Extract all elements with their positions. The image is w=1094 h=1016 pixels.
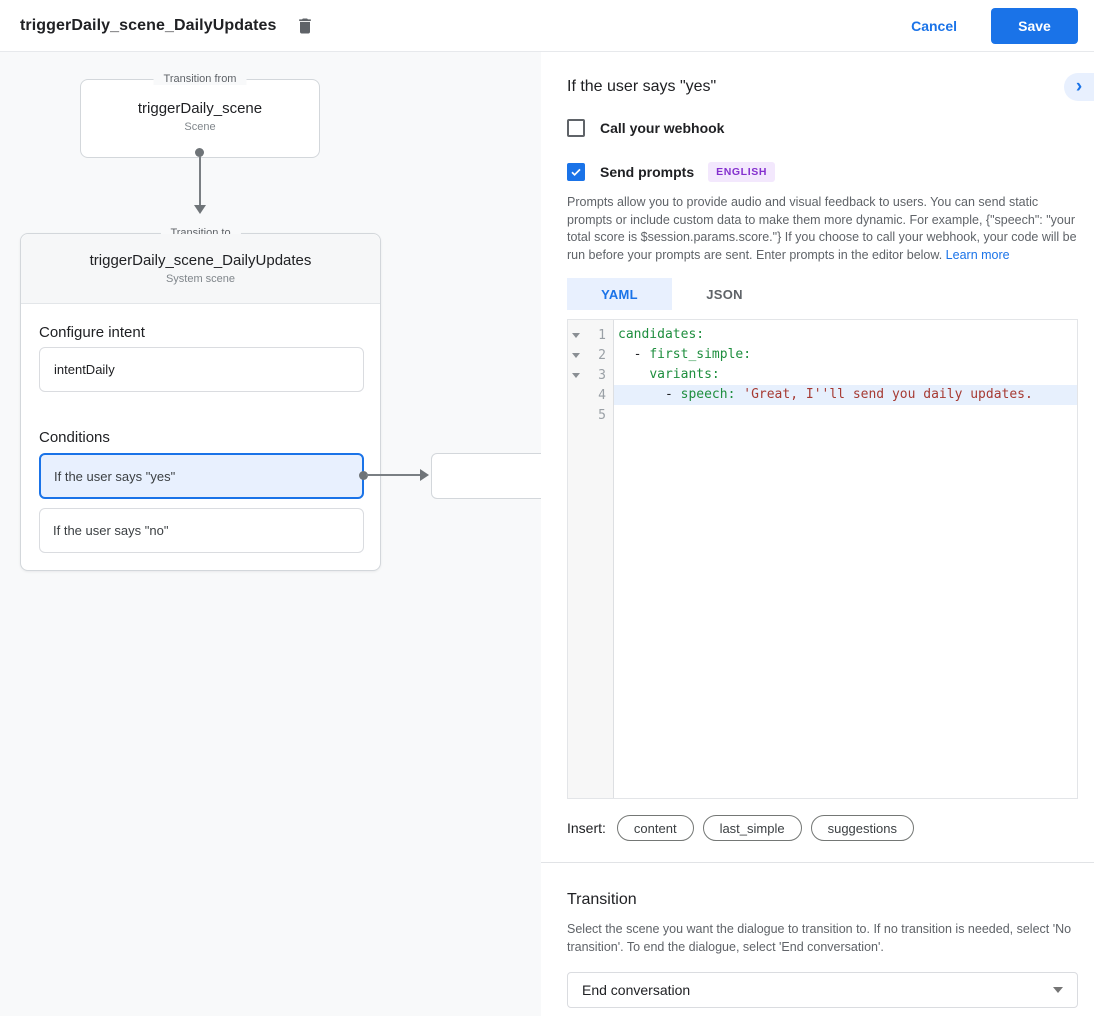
gutter-row: 1 — [568, 325, 613, 345]
line-number: 4 — [598, 387, 606, 403]
transition-from-legend: Transition from — [153, 73, 247, 85]
code-line: variants: — [614, 365, 1077, 385]
gutter-row: 2 — [568, 345, 613, 365]
condition-detail-panel: › If the user says "yes" Call your webho… — [541, 52, 1094, 1016]
delete-button[interactable] — [293, 14, 317, 38]
connector-line-vertical — [199, 156, 201, 206]
connector-dot-top — [195, 148, 204, 157]
send-prompts-checkbox[interactable] — [567, 163, 585, 181]
fold-chevron-down-icon[interactable] — [568, 333, 584, 338]
to-scene-type: System scene — [165, 273, 236, 285]
code-line: candidates: — [614, 325, 1077, 345]
cancel-button[interactable]: Cancel — [911, 17, 957, 34]
prompts-description: Prompts allow you to provide audio and v… — [567, 194, 1078, 264]
prompts-description-text: Prompts allow you to provide audio and v… — [567, 195, 1077, 262]
yaml-key-token: candidates: — [618, 327, 705, 342]
chevron-right-icon: › — [1075, 75, 1083, 97]
send-prompts-row: Send prompts ENGLISH — [567, 162, 1078, 182]
condition-item-yes[interactable]: If the user says "yes" — [39, 453, 364, 499]
tab-json[interactable]: JSON — [706, 286, 743, 302]
prompt-code-editor[interactable]: 1 2 3 4 5 can — [567, 319, 1078, 799]
insert-label: Insert: — [567, 820, 606, 836]
connector-dot-right — [359, 471, 368, 480]
from-scene-name: triggerDaily_scene — [137, 100, 263, 117]
insert-chip-suggestions[interactable]: suggestions — [810, 815, 914, 841]
tab-yaml[interactable]: YAML — [567, 278, 672, 310]
panel-title: If the user says "yes" — [567, 78, 717, 95]
to-scene-name: triggerDaily_scene_DailyUpdates — [89, 252, 312, 269]
line-number: 2 — [598, 347, 606, 363]
line-number: 3 — [598, 367, 606, 383]
line-number: 5 — [598, 407, 606, 423]
scene-node-to[interactable]: Transition to triggerDaily_scene_DailyUp… — [20, 227, 381, 571]
yaml-string-token: 'Great, I''ll send you daily updates. — [743, 387, 1033, 402]
intent-field[interactable]: intentDaily — [39, 347, 364, 392]
editor-format-tabs: YAML JSON — [567, 278, 1078, 310]
arrow-right-icon — [420, 469, 429, 481]
fold-chevron-down-icon[interactable] — [568, 353, 584, 358]
from-scene-type: Scene — [184, 121, 216, 133]
code-line: - first_simple: — [614, 345, 1077, 365]
line-number: 1 — [598, 327, 606, 343]
gutter-row: 4 — [568, 385, 613, 405]
learn-more-link[interactable]: Learn more — [945, 247, 1010, 262]
collapse-panel-button[interactable]: › — [1064, 73, 1094, 101]
gutter-row: 3 — [568, 365, 613, 385]
insert-chip-last-simple[interactable]: last_simple — [702, 815, 802, 841]
transition-select-value: End conversation — [582, 982, 691, 998]
language-badge: ENGLISH — [708, 162, 775, 182]
send-prompts-label: Send prompts — [600, 164, 695, 180]
call-webhook-checkbox[interactable] — [567, 119, 585, 137]
save-button[interactable]: Save — [991, 7, 1078, 44]
yaml-plain-token: - — [618, 387, 681, 402]
yaml-plain-token: - — [618, 347, 650, 362]
scene-node-stub[interactable] — [431, 453, 541, 499]
configure-intent-heading: Configure intent — [39, 324, 145, 341]
fold-chevron-down-icon[interactable] — [568, 373, 584, 378]
top-bar: triggerDaily_scene_DailyUpdates Cancel S… — [0, 0, 1094, 52]
dropdown-caret-icon — [1053, 987, 1063, 993]
scene-flow-canvas[interactable]: Transition from triggerDaily_scene Scene… — [0, 52, 541, 1016]
connector-line-horizontal — [366, 474, 422, 476]
section-divider — [541, 862, 1094, 863]
call-webhook-label: Call your webhook — [600, 120, 725, 136]
transition-select[interactable]: End conversation — [567, 972, 1078, 1008]
transition-description: Select the scene you want the dialogue t… — [567, 922, 1072, 954]
page-title: triggerDaily_scene_DailyUpdates — [20, 16, 277, 34]
trash-icon — [295, 16, 315, 36]
yaml-key-token: variants: — [649, 367, 720, 382]
scene-node-from[interactable]: Transition from triggerDaily_scene Scene — [80, 73, 320, 158]
transition-heading: Transition — [567, 891, 637, 908]
editor-code-area[interactable]: candidates: - first_simple: variants: - … — [614, 320, 1077, 798]
code-line-active: - speech: 'Great, I''ll send you daily u… — [614, 385, 1077, 405]
yaml-plain-token — [618, 367, 649, 382]
yaml-key-token: first_simple: — [649, 347, 752, 362]
gutter-row: 5 — [568, 405, 613, 425]
editor-gutter: 1 2 3 4 5 — [568, 320, 614, 798]
yaml-key-token: speech: — [680, 387, 736, 402]
to-scene-header: triggerDaily_scene_DailyUpdates System s… — [21, 234, 380, 304]
insert-chip-content[interactable]: content — [616, 815, 694, 841]
webhook-row: Call your webhook — [567, 119, 1078, 137]
insert-row: Insert: content last_simple suggestions — [567, 815, 1078, 841]
checkmark-icon — [570, 166, 582, 178]
arrow-down-icon — [194, 205, 206, 214]
condition-item-no[interactable]: If the user says "no" — [39, 508, 364, 553]
conditions-heading: Conditions — [39, 429, 110, 446]
code-line — [614, 405, 1077, 425]
